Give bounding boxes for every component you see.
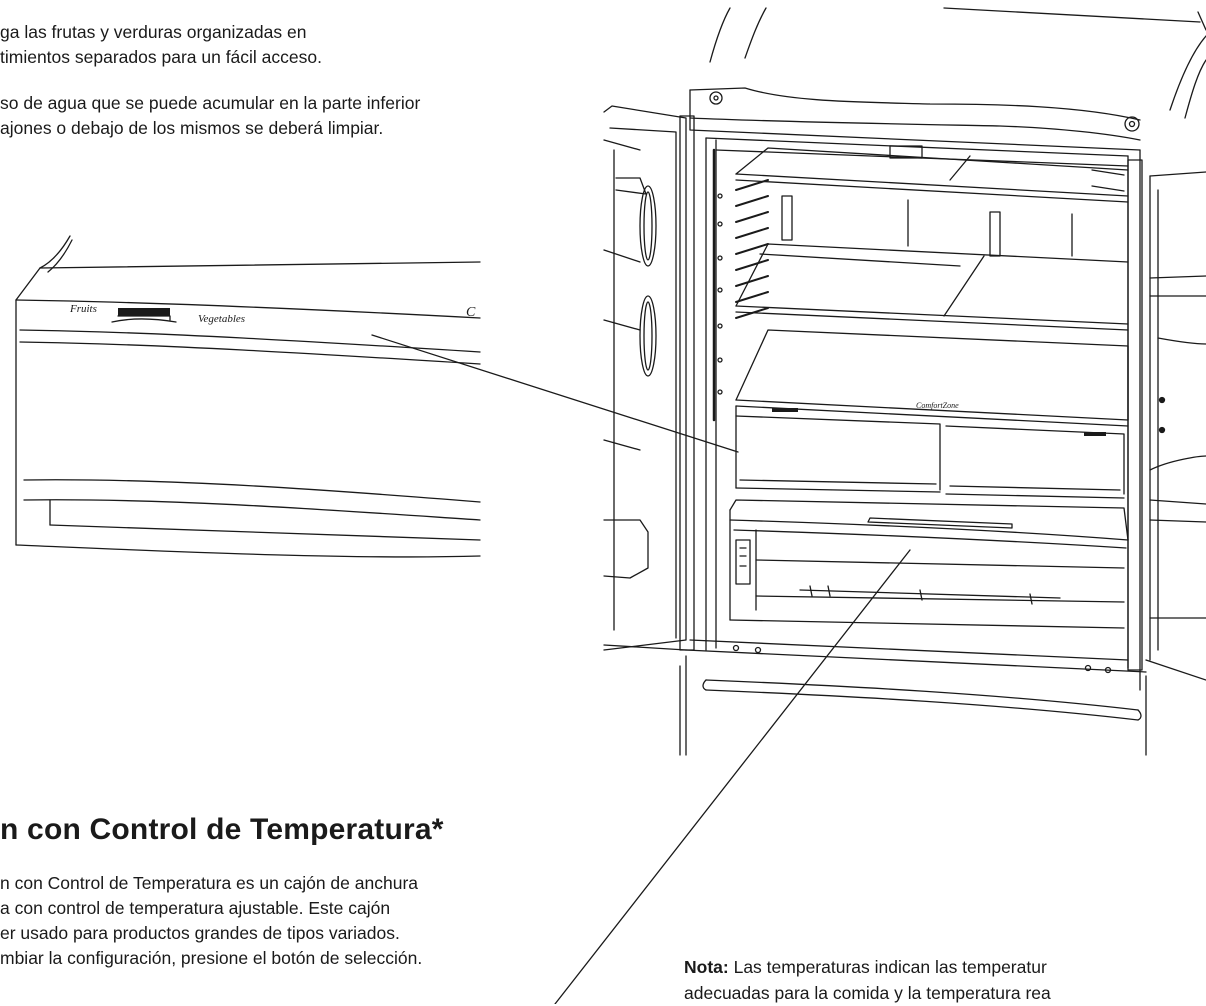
fridge-top xyxy=(689,7,1206,151)
left-door xyxy=(603,105,695,651)
leader-line-crisper xyxy=(371,334,739,453)
fridge-cavity xyxy=(705,137,1141,691)
vegetables-label: Vegetables xyxy=(198,313,245,325)
fridge-shelves xyxy=(735,145,1129,331)
note-label: Nota: xyxy=(684,957,729,977)
freezer-drawer xyxy=(679,639,1147,756)
comfortzone-label: ComfortZone xyxy=(916,401,959,410)
leader-line-temperature-drawer xyxy=(554,549,911,1004)
temperature-drawer xyxy=(729,499,1129,629)
note-line-2: adecuadas para la comida y la temperatur… xyxy=(684,983,1051,1003)
crisper-text-line-1: ga las frutas y verduras organizadas en xyxy=(0,22,307,42)
temp-text-line-2: a con control de temperatura ajustable. … xyxy=(0,898,391,918)
crisper-text-line-2: timientos separados para un fácil acceso… xyxy=(0,47,322,67)
crisper-drawer-closeup: Fruits Vegetables C xyxy=(15,235,481,558)
temperature-drawer-heading: n con Control de Temperatura* xyxy=(0,813,444,846)
crisper-text-line-3: so de agua que se puede acumular en la p… xyxy=(0,93,421,113)
note-block: Nota: Las temperaturas indican las tempe… xyxy=(684,954,1051,1006)
crisper-text-line-4: ajones o debajo de los mismos se deberá … xyxy=(0,118,384,138)
right-door xyxy=(1127,159,1206,681)
edge-letter: C xyxy=(466,305,476,320)
note-line-1: Las temperaturas indican las temperatur xyxy=(728,957,1047,977)
fridge-crisper-drawers: ComfortZone xyxy=(735,329,1129,499)
fruits-label: Fruits xyxy=(69,303,97,315)
temp-text-line-3: er usado para productos grandes de tipos… xyxy=(0,923,400,943)
temp-text-line-1: n con Control de Temperatura es un cajón… xyxy=(0,873,419,893)
temp-text-line-4: mbiar la configuración, presione el botó… xyxy=(0,948,423,968)
